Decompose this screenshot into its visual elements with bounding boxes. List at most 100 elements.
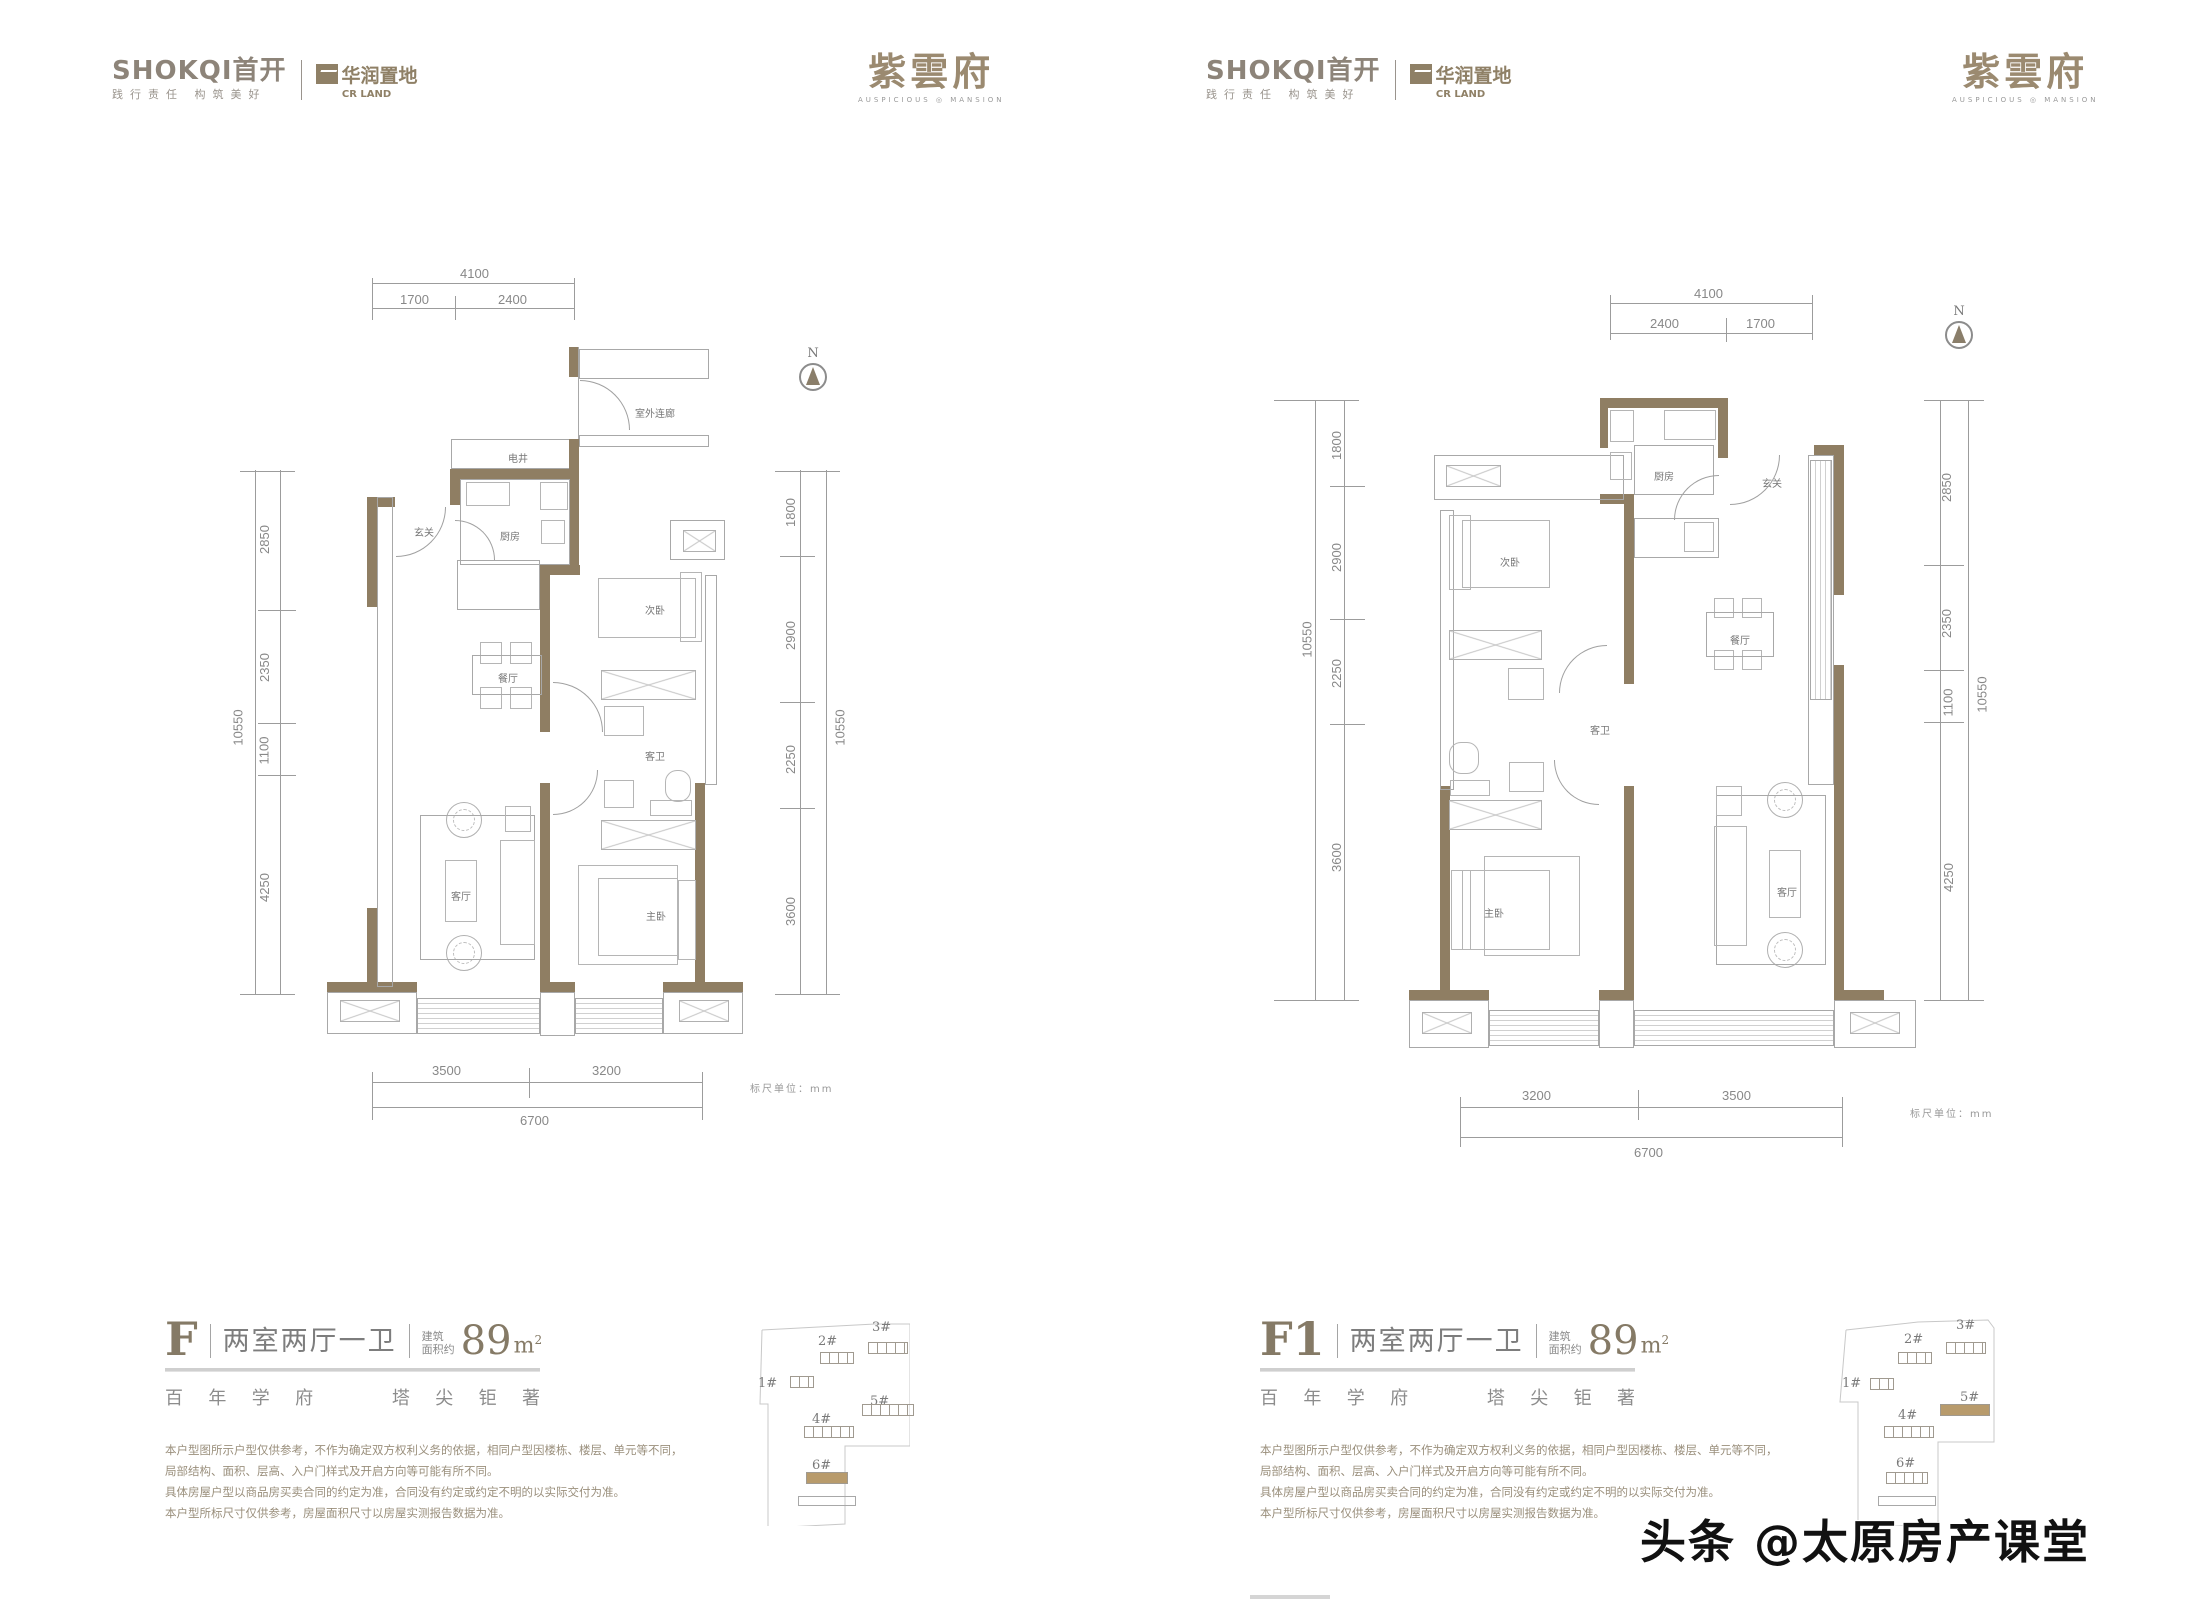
area-caption: 建筑 面积约 <box>1549 1330 1582 1356</box>
bottom-strip <box>1250 1595 1330 1599</box>
room-label-bathroom: 客卫 <box>645 752 665 763</box>
disclaimer-line: 本户型图所示户型仅供参考，不作为确定双方权利义务的依据，相同户型因楼栋、楼层、单… <box>165 1443 683 1457</box>
building-4-shape <box>804 1426 854 1438</box>
area-unit: m2 <box>514 1324 543 1362</box>
dim-right-seg-4: 4250 <box>1940 863 1956 892</box>
unit-info: F 两室两厅一卫 建筑 面积约 89 m2 百 年 学 府 塔 尖 钜 著 本户… <box>165 1312 683 1524</box>
crland-logo: 华润置地 CR LAND <box>1409 61 1512 100</box>
building-label-5: 5# <box>1960 1390 1980 1405</box>
dim-left-seg-2: 2350 <box>256 653 272 682</box>
area-unit: m2 <box>1641 1324 1670 1362</box>
dim-right-seg-3: 2250 <box>782 745 798 774</box>
dim-bottom-seg-1: 3500 <box>432 1063 461 1078</box>
disclaimer-line: 局部结构、面积、层高、入户门样式及开启方向等可能有所不同。 <box>1260 1464 1594 1478</box>
title-divider <box>1535 1324 1537 1358</box>
slogan-char: 塔 <box>391 1388 410 1409</box>
developer-logos: SHOKQI首开 践行责任 构筑美好 华润置地 CR LAND <box>1206 58 1512 102</box>
building-label-3: 3# <box>872 1320 892 1335</box>
title-divider <box>408 1324 410 1358</box>
disclaimer-line: 局部结构、面积、层高、入户门样式及开启方向等可能有所不同。 <box>165 1464 499 1478</box>
dim-left-total: 10550 <box>230 709 246 746</box>
building-1-shape <box>790 1376 814 1388</box>
slogan-char: 年 <box>208 1388 227 1409</box>
room-label-second-bedroom: 次卧 <box>645 606 665 617</box>
room-label-bathroom: 客卫 <box>1590 726 1610 737</box>
disclaimer-line: 本户型所标尺寸仅供参考，房屋面积尺寸以房屋实测报告数据为准。 <box>165 1506 510 1520</box>
area-caption-line2: 面积约 <box>421 1343 455 1356</box>
crland-mountain-icon <box>1409 64 1432 84</box>
slogan: 百 年 学 府 塔 尖 钜 著 <box>1260 1384 1635 1410</box>
building-2-shape <box>1898 1352 1932 1364</box>
dim-top-seg-2: 2400 <box>498 292 527 307</box>
area-unit-base: m <box>1640 1333 1662 1358</box>
shokai-slogan: 践行责任 构筑美好 <box>112 88 267 101</box>
slogan-char: 尖 <box>435 1388 454 1409</box>
north-compass: N <box>798 346 828 394</box>
dim-left-seg-1: 2850 <box>256 525 272 554</box>
room-label-master-bedroom: 主卧 <box>646 912 666 923</box>
dim-left-total: 10550 <box>1299 621 1315 658</box>
shokai-wordmark: SHOKQI首开 <box>1206 56 1381 86</box>
dim-bottom-seg-1: 3200 <box>1522 1088 1551 1103</box>
shokai-wordmark: SHOKQI首开 <box>112 56 287 86</box>
building-5-shape <box>862 1404 914 1416</box>
dim-right-seg-1: 1800 <box>782 498 798 527</box>
crland-mountain-icon <box>315 64 338 84</box>
disclaimer: 本户型图所示户型仅供参考，不作为确定双方权利义务的依据，相同户型因楼栋、楼层、单… <box>1260 1440 1778 1524</box>
shokai-logo: SHOKQI首开 践行责任 构筑美好 <box>1206 58 1381 102</box>
room-label-second-bedroom: 次卧 <box>1500 558 1520 569</box>
area-caption-line2: 面积约 <box>1548 1343 1582 1356</box>
shokai-logo: SHOKQI首开 践行责任 构筑美好 <box>112 58 287 102</box>
dim-bottom-seg-2: 3200 <box>592 1063 621 1078</box>
unit-info: F1 两室两厅一卫 建筑 面积约 89 m2 百 年 学 府 塔 尖 钜 著 本… <box>1260 1312 1778 1524</box>
slogan-char: 著 <box>1617 1388 1635 1409</box>
building-label-3: 3# <box>1956 1318 1976 1333</box>
building-6-shape <box>1886 1472 1928 1484</box>
room-label-living: 客厅 <box>1777 888 1797 899</box>
building-label-2: 2# <box>1904 1332 1924 1347</box>
area-unit-sup: 2 <box>534 1332 543 1347</box>
slogan-char: 钜 <box>1573 1388 1592 1409</box>
dim-left-seg-4: 4250 <box>256 873 272 902</box>
room-label-kitchen: 厨房 <box>500 532 520 543</box>
watermark-text: 头条 @太原房产课堂 <box>1640 1515 2091 1569</box>
logo-divider <box>300 60 302 100</box>
building-label-4: 4# <box>1898 1408 1918 1423</box>
dim-bottom-total: 6700 <box>1634 1145 1663 1160</box>
unit-layout: 两室两厅一卫 <box>1349 1326 1524 1357</box>
dim-top-total: 4100 <box>460 266 489 281</box>
slogan-char: 府 <box>295 1388 314 1409</box>
dim-right-total: 10550 <box>1974 676 1990 713</box>
title-divider <box>209 1324 211 1358</box>
compass-n-label: N <box>1953 304 1965 319</box>
dim-right-seg-4: 3600 <box>782 897 798 926</box>
dim-top-total: 4100 <box>1694 286 1723 301</box>
room-label-entry: 玄关 <box>1762 479 1782 490</box>
developer-logos: SHOKQI首开 践行责任 构筑美好 华润置地 CR LAND <box>112 58 418 102</box>
dim-top-seg-1: 1700 <box>400 292 429 307</box>
area-caption: 建筑 面积约 <box>422 1330 455 1356</box>
slogan-char: 府 <box>1390 1388 1409 1409</box>
unit-note: 标尺单位：mm <box>750 1084 834 1095</box>
building-label-4: 4# <box>812 1412 832 1427</box>
unit-layout: 两室两厅一卫 <box>222 1326 397 1357</box>
crland-en-name: CR LAND <box>1435 88 1486 100</box>
crland-cn-name: 华润置地 <box>341 64 418 87</box>
building-label-1: 1# <box>1842 1376 1862 1391</box>
title-rule <box>1260 1368 1635 1372</box>
room-label-dining: 餐厅 <box>1730 636 1750 647</box>
area-caption-line1: 建筑 <box>1548 1330 1571 1343</box>
unit-note: 标尺单位：mm <box>1910 1109 1994 1120</box>
room-label-master-bedroom: 主卧 <box>1484 909 1504 920</box>
site-map: 2# 3# 1# 5# 4# 6# <box>1838 1316 1998 1526</box>
building-3-shape <box>1946 1342 1986 1354</box>
dim-left-seg-3: 2250 <box>1328 659 1344 688</box>
project-name-en: AUSPICIOUS ◎ MANSION <box>858 96 1005 104</box>
dim-left-seg-4: 3600 <box>1328 843 1344 872</box>
slogan-char: 尖 <box>1530 1388 1549 1409</box>
slogan-char: 钜 <box>478 1388 497 1409</box>
disclaimer-line: 本户型所标尺寸仅供参考，房屋面积尺寸以房屋实测报告数据为准。 <box>1260 1506 1605 1520</box>
title-divider <box>1336 1324 1338 1358</box>
project-name-cn: 紫雲府 <box>1962 49 2089 94</box>
logo-divider <box>1394 60 1396 100</box>
